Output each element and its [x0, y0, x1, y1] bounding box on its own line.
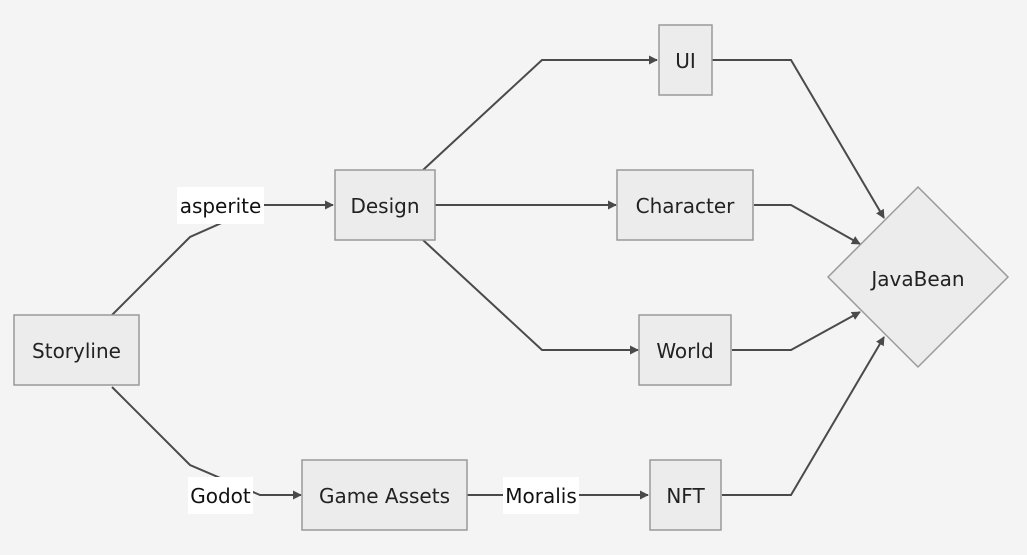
node-character[interactable]: Character [616, 169, 754, 241]
node-diamond [826, 185, 1010, 369]
edge-ui-to-javabean [712, 59, 885, 219]
node-box [13, 314, 140, 386]
node-box [649, 459, 722, 531]
node-box [334, 169, 436, 241]
node-label: Character [636, 194, 736, 218]
edge-label-text: Moralis [505, 484, 577, 508]
node-storyline[interactable]: Storyline [13, 314, 140, 386]
edge-label-text: asperite [180, 194, 262, 218]
edge-label-godot: Godot [188, 477, 253, 514]
edges [111, 55, 885, 500]
edge-label-background [503, 477, 579, 514]
node-ui[interactable]: UI [658, 24, 713, 96]
node-box [616, 169, 754, 241]
node-design[interactable]: Design [334, 169, 436, 241]
node-box [638, 314, 732, 386]
edge-design-to-world [422, 239, 639, 355]
node-box [301, 459, 468, 531]
node-label: JavaBean [869, 267, 964, 291]
edge-label-background [188, 477, 253, 514]
node-box [658, 24, 713, 96]
edge-nft-to-javabean [722, 336, 885, 496]
node-label: Game Assets [319, 484, 450, 508]
edge-label-asperite: asperite [177, 187, 264, 224]
node-label: World [656, 339, 713, 363]
edge-character-to-javabean [754, 204, 861, 245]
edge-design-to-ui [422, 55, 658, 171]
edge-label-text: Godot [190, 484, 251, 508]
node-label: UI [675, 49, 696, 73]
node-label: Design [350, 194, 419, 218]
node-game-assets[interactable]: Game Assets [301, 459, 468, 531]
edge-label-background [177, 187, 264, 224]
node-nft[interactable]: NFT [649, 459, 722, 531]
node-world[interactable]: World [638, 314, 732, 386]
edge-label-moralis: Moralis [503, 477, 579, 514]
edge-world-to-javabean [732, 311, 861, 351]
node-label: NFT [666, 484, 705, 508]
node-label: Storyline [32, 339, 121, 363]
node-javabean[interactable]: JavaBean [826, 185, 1010, 369]
